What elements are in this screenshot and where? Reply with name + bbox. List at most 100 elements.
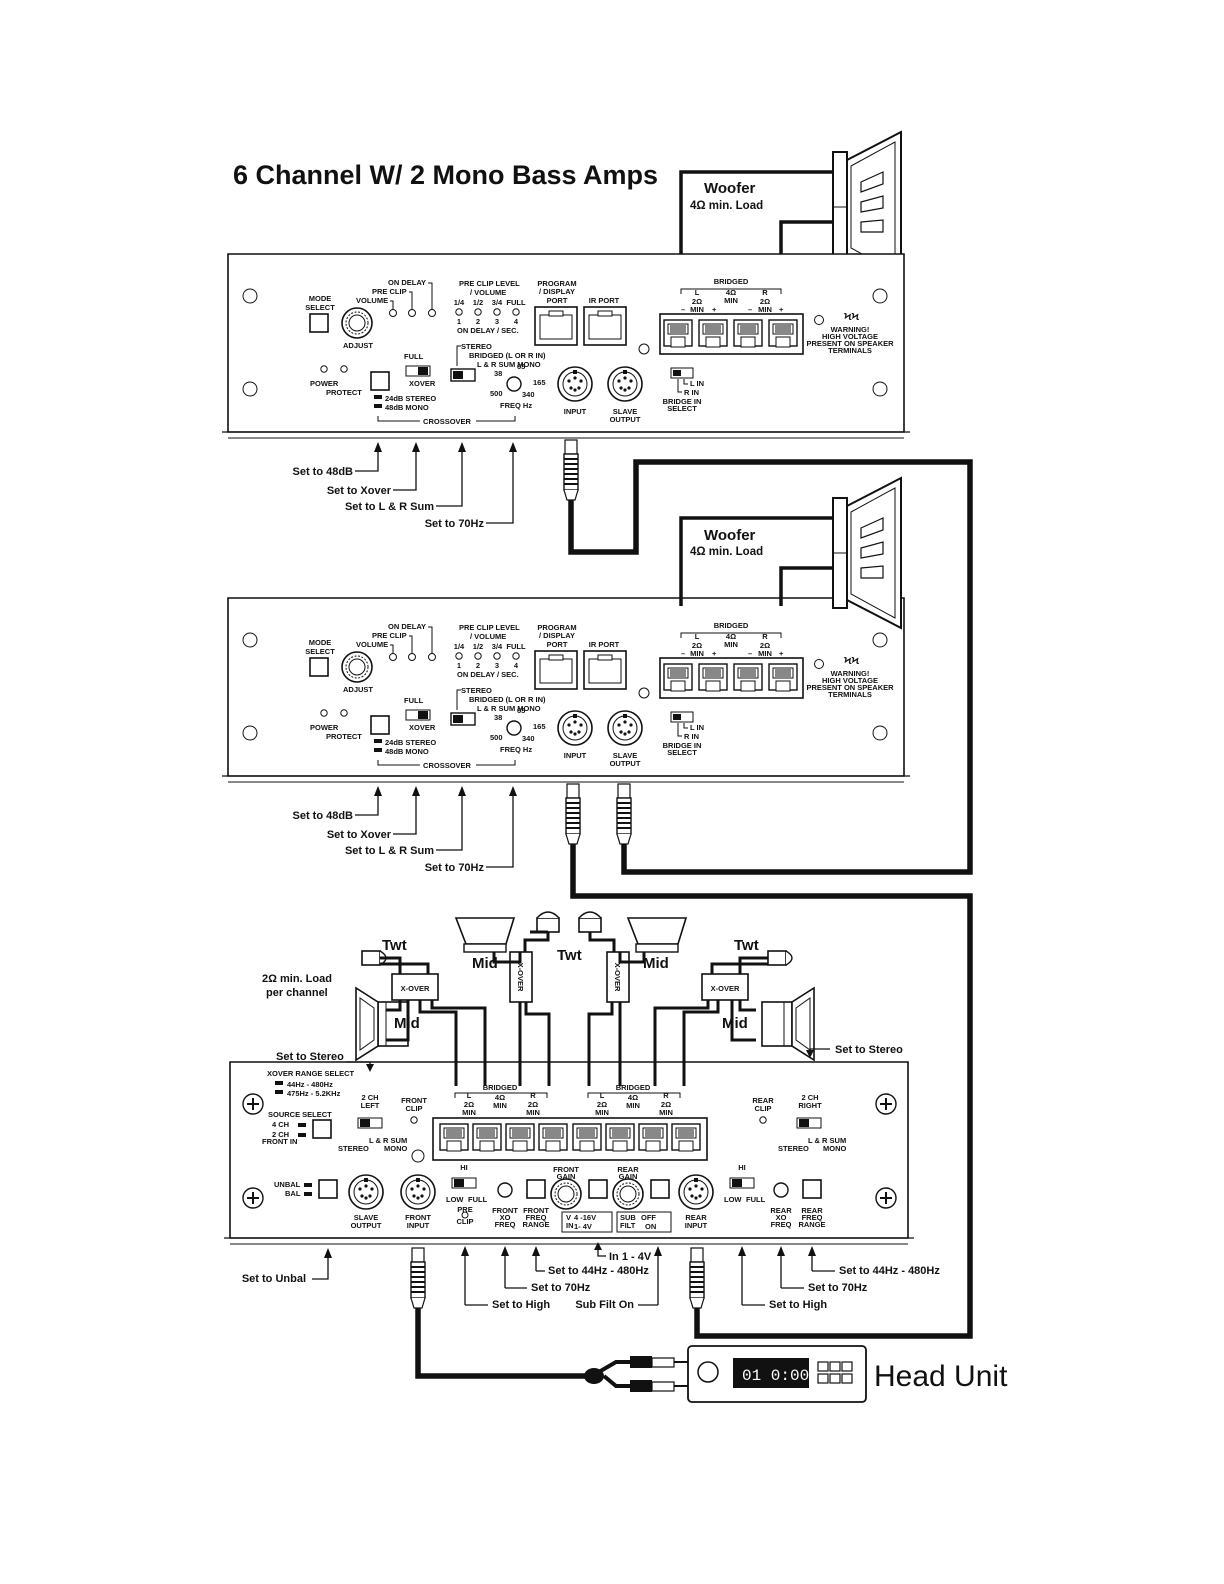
ohm-label: 2Ω [464,1100,474,1109]
speaker-terminal[interactable] [671,1123,701,1152]
speaker-terminal[interactable] [698,663,728,692]
bridge-in-select-switch[interactable] [670,367,694,379]
freq-selector-knob[interactable] [506,376,522,392]
xover-label: XOVER [409,723,436,732]
speaker-terminal[interactable] [698,319,728,348]
rear-xo-freq-knob[interactable] [773,1182,789,1198]
speaker-terminal[interactable] [733,663,763,692]
tweeter-icon [536,917,560,933]
freq-selector-knob[interactable] [506,720,522,736]
callout-label: Set to 70Hz [531,1282,591,1294]
front-xo-freq-knob[interactable] [497,1182,513,1198]
slope-48db-label: 48dB MONO [385,747,429,756]
level-led [493,652,501,660]
midrange-speaker-icon [626,917,688,945]
callout-label: Set to 44Hz - 480Hz [548,1265,649,1277]
din-plug-icon [563,439,579,501]
stereo-label: STEREO [461,686,492,695]
right-ohm-label: 2Ω [760,297,770,306]
mono-label: MONO [384,1144,407,1153]
speaker-terminal[interactable] [439,1123,469,1152]
ir-port[interactable] [583,650,627,690]
rear-freq-range-button[interactable] [802,1179,822,1199]
slave-output-connector[interactable] [607,710,643,746]
voltage-select-button[interactable] [588,1179,608,1199]
callout-label: Set to Stereo [276,1051,344,1063]
ir-port-label: IR PORT [589,296,620,305]
rear-input-cable [570,836,973,1339]
speaker-terminal[interactable] [505,1123,535,1152]
crossover-slope-button[interactable] [370,371,390,391]
tweeter-label: Twt [382,937,407,954]
input-connector[interactable] [557,710,593,746]
speaker-terminal[interactable] [663,663,693,692]
mode-select-button[interactable] [309,657,329,677]
warning-label: TERMINALS [828,690,872,699]
rear-gain-knob[interactable] [612,1178,644,1210]
bridged-min-label: MIN [626,1101,640,1110]
warning-label: WARNING! [831,669,870,678]
front-freq-range-button[interactable] [526,1179,546,1199]
crossover-slope-button[interactable] [370,715,390,735]
head-unit-display [733,1358,809,1388]
slave-output-connector[interactable] [348,1174,384,1210]
adjust-knob[interactable] [341,307,373,339]
mount-screw-icon [242,632,258,648]
speaker-terminal[interactable] [638,1123,668,1152]
pre-clip-label: PRE CLIP [372,631,407,640]
load-note-label: 2Ω min. Load [262,973,332,985]
callout-label: Set to 48dB [292,810,353,822]
v-1-4-label: 1- 4V [574,1222,592,1231]
left-min-label: MIN [690,649,704,658]
two-ch-label: 2 CH [272,1130,289,1139]
speaker-terminal[interactable] [768,663,798,692]
sub-filter-button[interactable] [650,1179,670,1199]
status-led [389,309,397,317]
bridged-label: BRIDGED [616,1083,651,1092]
plus-sign: + [712,649,717,658]
tweeter-label: Twt [557,947,582,964]
level-led [455,308,463,316]
speaker-terminal[interactable] [572,1123,602,1152]
level-led [512,652,520,660]
program-display-port[interactable] [534,306,578,346]
callout-label: Set to 70Hz [425,518,485,530]
speaker-terminal[interactable] [472,1123,502,1152]
slope-48db-icon [374,404,382,408]
freq-value-label: 38 [494,713,502,722]
slave-output-connector[interactable] [607,366,643,402]
woofer-1-load: 4Ω min. Load [690,200,763,212]
input-connector[interactable] [557,366,593,402]
mount-screw-icon [638,687,650,699]
input-voltage-box [561,1211,613,1233]
low-label: LOW [446,1195,464,1204]
min-label: MIN [526,1108,540,1117]
adjust-knob[interactable] [341,651,373,683]
freq-value-label: 340 [522,390,535,399]
source-select-button[interactable] [312,1119,332,1139]
speaker-terminal[interactable] [538,1123,568,1152]
mount-screw-icon [872,725,888,741]
speaker-terminal[interactable] [768,319,798,348]
hi-label: HI [460,1163,468,1172]
rear-input-connector[interactable] [678,1174,714,1210]
program-display-port[interactable] [534,650,578,690]
ir-port[interactable] [583,306,627,346]
front-input-connector[interactable] [400,1174,436,1210]
speaker-terminal[interactable] [605,1123,635,1152]
bridge-in-select-switch[interactable] [670,711,694,723]
speaker-terminal[interactable] [733,319,763,348]
speaker-terminal[interactable] [663,319,693,348]
freq-value-label: 65 [517,362,525,371]
r-in-label: R IN [684,732,699,741]
bridged-label: BRIDGED [714,621,749,630]
front-gain-knob[interactable] [550,1178,582,1210]
bal-label: BAL [285,1189,301,1198]
input-level-button[interactable] [318,1179,338,1199]
mode-select-button[interactable] [309,313,329,333]
woofer-1: Woofer 4Ω min. Load [679,131,902,283]
level-fraction-label: FULL [506,642,526,651]
